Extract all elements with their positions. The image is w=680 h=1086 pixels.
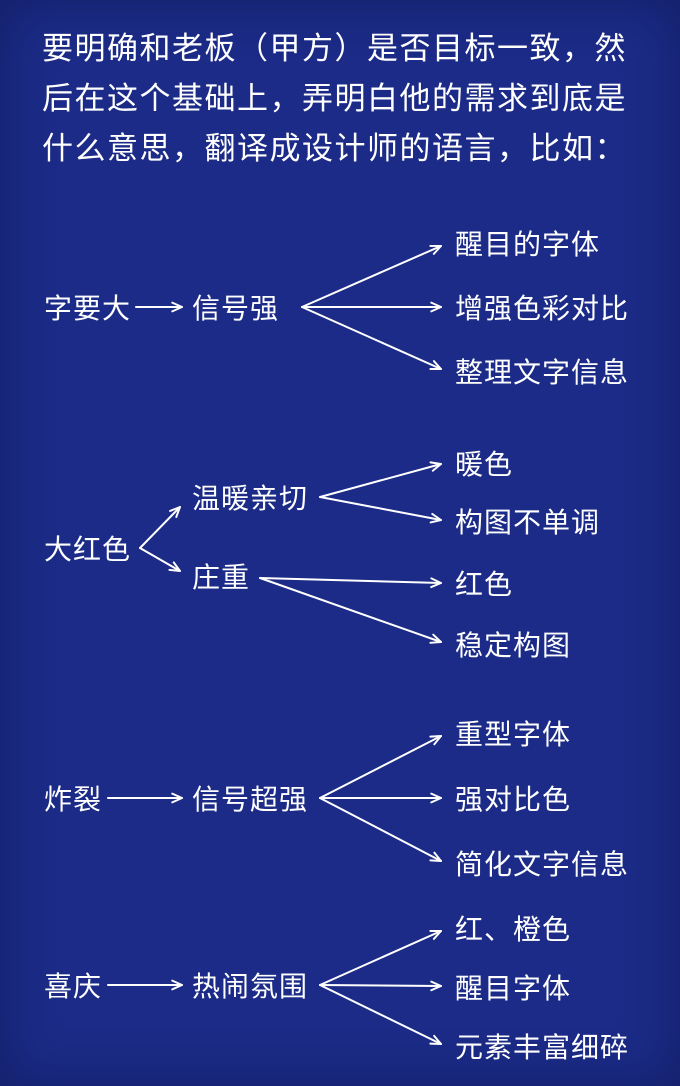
design-action-label: 暖色: [455, 449, 514, 480]
design-action-label: 强对比色: [455, 784, 572, 815]
design-action-label: 元素丰富细碎: [455, 1032, 630, 1063]
design-action-label: 重型字体: [455, 719, 572, 750]
design-meaning-label: 庄重: [192, 562, 251, 593]
client-term-label: 喜庆: [44, 971, 103, 1002]
design-meaning-label: 信号超强: [192, 784, 309, 815]
arrow: [319, 735, 442, 799]
design-meaning-label: 信号强: [192, 293, 280, 324]
client-term-label: 大红色: [44, 534, 132, 565]
arrow: [319, 797, 442, 862]
arrow: [319, 461, 442, 498]
arrow: [319, 930, 442, 986]
design-action-label: 醒目的字体: [455, 229, 601, 260]
design-action-label: 醒目字体: [455, 973, 572, 1004]
design-action-label: 整理文字信息: [455, 357, 630, 388]
client-term-label: 炸裂: [44, 784, 103, 815]
client-term-label: 字要大: [44, 293, 132, 324]
arrow: [319, 496, 442, 524]
design-meaning-label: 热闹氛围: [192, 971, 309, 1002]
design-action-label: 红色: [455, 569, 514, 600]
arrow: [319, 984, 442, 1045]
arrow: [259, 577, 442, 644]
arrow: [301, 306, 442, 370]
arrow: [139, 547, 181, 572]
design-action-label: 稳定构图: [455, 630, 572, 661]
design-action-label: 增强色彩对比: [455, 293, 630, 324]
arrow: [301, 244, 442, 308]
design-meaning-label: 温暖亲切: [192, 483, 309, 514]
design-action-label: 构图不单调: [455, 507, 601, 538]
intro-paragraph: 要明确和老板（甲方）是否目标一致，然后在这个基础上，弄明白他的需求到底是什么意思…: [42, 31, 627, 166]
design-action-label: 红、橙色: [455, 914, 572, 945]
arrow: [139, 506, 181, 549]
arrow: [319, 980, 442, 992]
arrow: [259, 577, 442, 589]
design-action-label: 简化文字信息: [455, 849, 630, 880]
